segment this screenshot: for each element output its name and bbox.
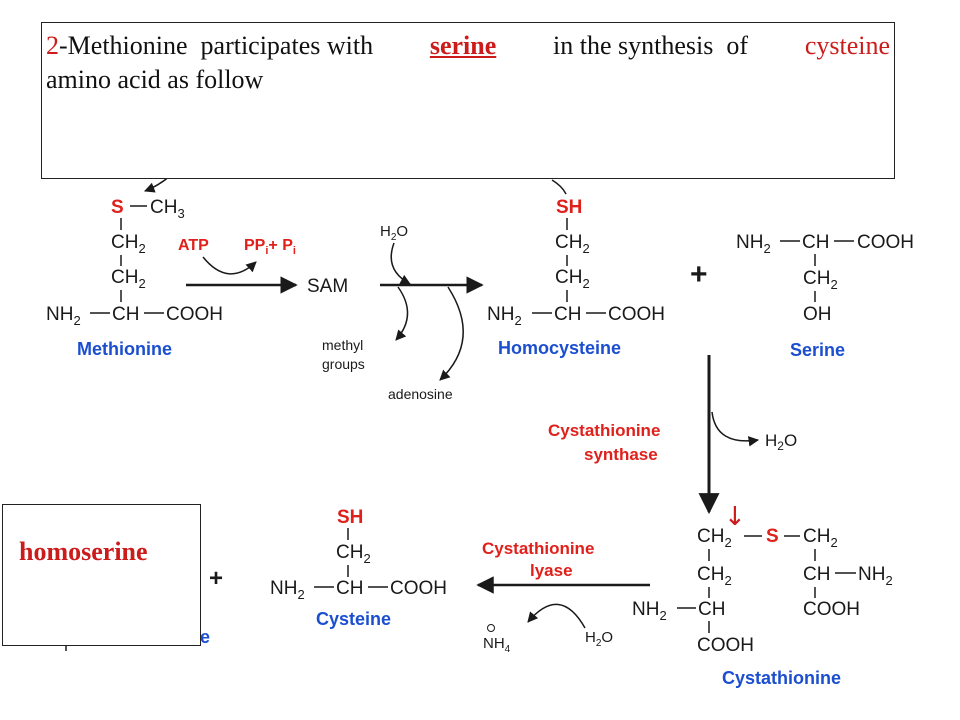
- partial-product-name: e: [200, 627, 210, 647]
- svg-text:COOH: COOH: [857, 232, 914, 253]
- svg-text:CH: CH: [112, 304, 139, 325]
- atp-curve-arrow: [202, 256, 257, 275]
- svg-text:S: S: [766, 526, 779, 547]
- caption-cysteine: cysteine: [804, 31, 890, 60]
- svg-text:CH: CH: [698, 599, 725, 620]
- plus-sign: +: [690, 258, 708, 291]
- methionine-name: Methionine: [77, 339, 172, 359]
- caption-box: 2-Methionine participates with serine in…: [41, 22, 895, 179]
- homocysteine-arc-stub: [551, 179, 567, 195]
- lyase-label-1: Cystathionine: [482, 539, 594, 558]
- svg-text:CH2: CH2: [803, 526, 838, 550]
- demethylation-step: H2O methyl groups adenosine: [322, 223, 484, 402]
- h2o-release-arrow: [711, 411, 760, 447]
- svg-text:SH: SH: [337, 507, 363, 528]
- svg-text:CH: CH: [802, 232, 829, 253]
- svg-text:CH2: CH2: [111, 267, 146, 291]
- ppi-label: PPi+ Pi: [244, 237, 296, 257]
- homocysteine-name: Homocysteine: [498, 338, 621, 358]
- adenosine-curve-arrow: [439, 286, 464, 381]
- caption-line-2: amino acid as follow: [46, 65, 264, 94]
- caption-number: 2: [46, 31, 59, 60]
- svg-text:CH: CH: [554, 304, 581, 325]
- svg-text:NH2: NH2: [46, 304, 81, 328]
- synthase-step: Cystathionine synthase H2O: [548, 355, 797, 515]
- svg-text:CH3: CH3: [150, 197, 185, 221]
- lyase-h2o: H2O: [585, 629, 613, 649]
- caption-line-1: 2-Methionine participates with serine in…: [46, 29, 890, 63]
- svg-text:COOH: COOH: [803, 599, 860, 620]
- methyl-curve-arrow: [395, 286, 409, 341]
- svg-text:CH2: CH2: [336, 542, 371, 566]
- svg-text:NH2: NH2: [487, 304, 522, 328]
- svg-text:COOH: COOH: [166, 304, 223, 325]
- svg-text:CH2: CH2: [555, 267, 590, 291]
- synthase-h2o: H2O: [765, 431, 797, 453]
- serine-structure: NH2 CH COOH CH2 OH Serine: [736, 232, 914, 360]
- svg-text:CH: CH: [336, 578, 363, 599]
- methionine-s: S: [111, 197, 124, 218]
- cysteine-name: Cysteine: [316, 609, 391, 629]
- left-plus-sign: +: [209, 565, 223, 592]
- cystathionine-structure: CH2 S CH2 CH2 CH NH2 NH2 CH COOH COOH Cy…: [632, 526, 893, 688]
- homocysteine-structure: SH CH2 CH2 NH2 CH COOH Homocysteine: [487, 197, 665, 358]
- h2o-label: H2O: [380, 223, 408, 243]
- nh4-label: NH4: [483, 635, 511, 655]
- svg-text:CH2: CH2: [803, 268, 838, 292]
- svg-text:NH2: NH2: [270, 578, 305, 602]
- homoserine-label: homoserine: [19, 537, 148, 566]
- svg-text:NH2: NH2: [632, 599, 667, 623]
- svg-text:COOH: COOH: [608, 304, 665, 325]
- sam-label: SAM: [307, 276, 348, 297]
- adenosine-label: adenosine: [388, 386, 453, 402]
- cystathionine-name: Cystathionine: [722, 668, 841, 688]
- methionine-structure: S CH3 CH2 CH2 NH2 CH COOH Methionine: [46, 197, 223, 359]
- svg-text:NH2: NH2: [858, 564, 893, 588]
- homoserine-box: homoserine: [2, 504, 201, 646]
- methyl-label-1: methyl: [322, 337, 363, 353]
- svg-text:CH: CH: [803, 564, 830, 585]
- synthase-label-2: synthase: [584, 445, 658, 464]
- lyase-label-2: lyase: [530, 561, 573, 580]
- cysteine-structure: SH CH2 NH2 CH COOH Cysteine: [270, 507, 447, 629]
- synthase-label-1: Cystathionine: [548, 421, 660, 440]
- caption-serine: serine: [429, 31, 497, 60]
- serine-name: Serine: [790, 340, 845, 360]
- methyl-label-2: groups: [322, 356, 365, 372]
- sam-formation-step: ATP PPi+ Pi SAM: [178, 237, 348, 297]
- atp-label: ATP: [178, 237, 209, 254]
- plus-charge-icon: [487, 624, 495, 632]
- red-down-arrow-icon: ↓: [724, 502, 746, 532]
- h2o-curve-arrow: [390, 242, 411, 285]
- svg-text:OH: OH: [803, 304, 832, 325]
- svg-text:SH: SH: [556, 197, 582, 218]
- svg-text:CH2: CH2: [555, 232, 590, 256]
- svg-text:CH2: CH2: [111, 232, 146, 256]
- caption-segment-2: in the synthesis of: [553, 31, 749, 60]
- svg-text:NH2: NH2: [736, 232, 771, 256]
- ammonium-curve-arrow: [527, 603, 586, 629]
- lyase-step: Cystathionine lyase NH4 H2O: [476, 539, 650, 655]
- svg-text:COOH: COOH: [697, 635, 754, 656]
- svg-text:CH2: CH2: [697, 564, 732, 588]
- svg-text:CH2: CH2: [697, 526, 732, 550]
- svg-text:COOH: COOH: [390, 578, 447, 599]
- caption-segment-1: 2-Methionine participates with: [46, 31, 374, 60]
